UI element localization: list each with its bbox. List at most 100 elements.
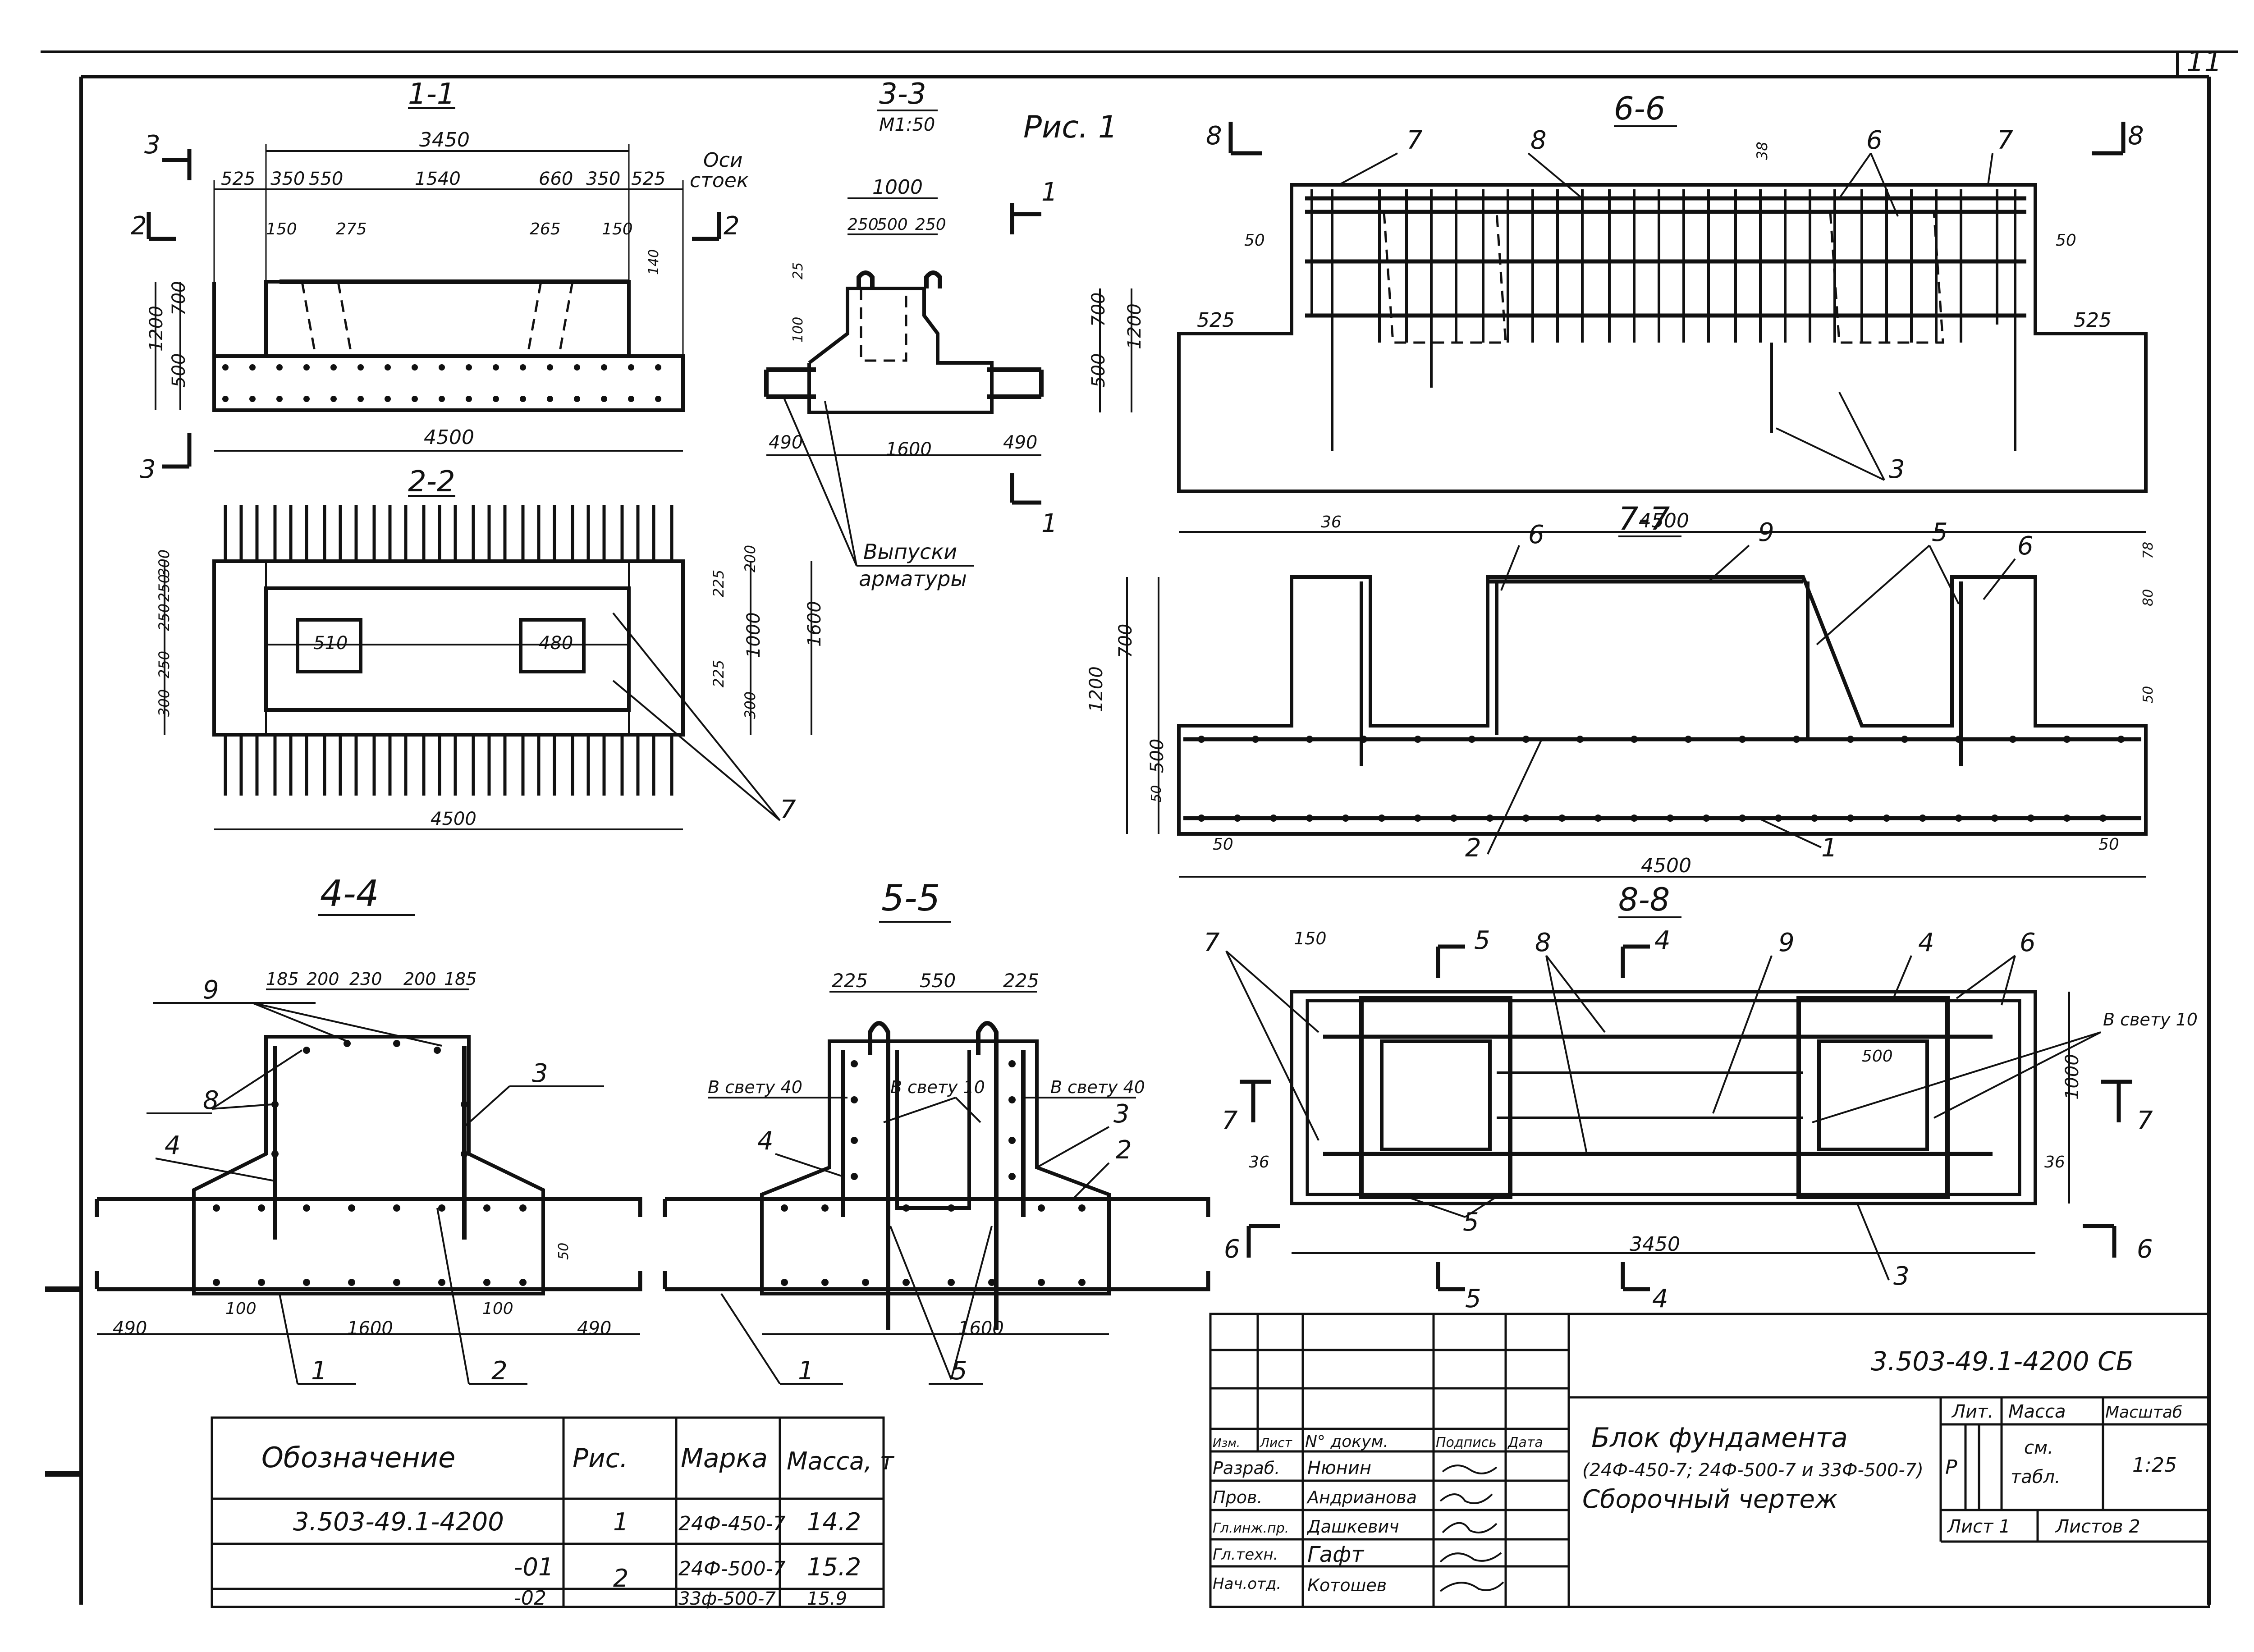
dim-50-right-6-6: 50	[2056, 231, 2076, 250]
dim-660: 660	[539, 169, 573, 189]
tb-role-3: Гл.инж.пр.	[1213, 1520, 1289, 1536]
dim-100-b-4-4: 100	[482, 1300, 513, 1318]
tb-sheets-label: Листов 2	[2055, 1516, 2140, 1537]
marker-6-left: 6	[1224, 1235, 1240, 1264]
tb-col-change: Изм.	[1213, 1437, 1240, 1450]
tb-col-doc: N° докум.	[1305, 1432, 1388, 1451]
dim-490-a-4-4: 490	[113, 1318, 147, 1339]
dim-490-b-3-3: 490	[1003, 432, 1037, 453]
dim-250-b-3-3: 250	[915, 215, 946, 234]
callout-1-5-5: 1	[798, 1356, 814, 1386]
dim-200-b-4-4: 200	[403, 969, 436, 989]
rebar-dots-7-7	[1198, 736, 2125, 822]
tb-name-4: Гафт	[1307, 1542, 1365, 1567]
dim-250-c-2-2: 250	[156, 651, 173, 678]
callout-1-7-7: 1	[1821, 833, 1837, 863]
marker-6-right: 6	[2137, 1235, 2153, 1264]
sheet-number: 11	[2186, 45, 2222, 78]
dim-50-br-7-7: 50	[2098, 835, 2119, 854]
callout-9-8-8: 9	[1778, 928, 1795, 957]
rebar-grid-6-6	[1305, 189, 2026, 451]
dim-225-b-5-5: 225	[1003, 970, 1039, 992]
dim-490-b-4-4: 490	[577, 1318, 611, 1339]
marker-3-top: 3	[144, 130, 160, 160]
dim-700-7-7: 700	[1115, 624, 1136, 658]
figure-caption: Рис. 1	[1023, 110, 1118, 145]
tb-scale-label: Масштаб	[2105, 1403, 2182, 1422]
callout-6-8-8: 6	[2020, 928, 2036, 957]
dim-150-a: 150	[266, 220, 297, 238]
section-2-2: 2-2 510 480 300 250 250 250 300 200 225 …	[156, 465, 825, 830]
dim-50-left-6-6: 50	[1244, 231, 1265, 250]
dim-1000-2-2: 1000	[743, 612, 764, 658]
dim-1200-7-7: 1200	[1086, 666, 1107, 712]
dim-3450-1-1: 3450	[419, 128, 470, 151]
title-block-lines	[1209, 1313, 2210, 1608]
dim-78-7-7: 78	[2140, 542, 2156, 559]
dim-185-a-4-4: 185	[266, 969, 299, 989]
dim-140: 140	[646, 249, 662, 275]
tb-name-2: Андрианова	[1306, 1487, 1417, 1507]
dim-200-a-4-4: 200	[307, 969, 339, 989]
tb-scale-value: 1:25	[2132, 1454, 2177, 1477]
tb-name-3: Дашкевич	[1306, 1517, 1399, 1537]
dim-1540: 1540	[415, 169, 461, 189]
dim-1600-2-2: 1600	[804, 601, 825, 647]
dim-500-7-7: 500	[1147, 739, 1168, 773]
section-title-2-2: 2-2	[408, 465, 455, 499]
dim-300-c-2-2: 300	[742, 691, 759, 719]
callout-8-4-4: 8	[203, 1086, 219, 1115]
section-4-4: 4-4 185 200 230 200 185 490 100 1600 100…	[95, 873, 642, 1386]
dim-225-b-2-2: 225	[710, 660, 727, 687]
spec-row1-mark: 24Ф-450-7	[678, 1512, 786, 1535]
title-name: Блок фундамента	[1591, 1422, 1848, 1454]
dim-250-a-2-2: 250	[156, 574, 173, 602]
tb-mass-label: Масса	[2008, 1401, 2066, 1422]
dim-500-3-3: 500	[1088, 353, 1109, 388]
spec-row1-designation: 3.503-49.1-4200	[293, 1507, 504, 1537]
label-clear40-left: В свету 40	[708, 1077, 802, 1097]
tb-name-5: Котошев	[1307, 1575, 1387, 1595]
marker-2-left: 2	[131, 211, 147, 241]
tb-role-1: Разраб.	[1213, 1458, 1280, 1478]
callout-9-7-7: 9	[1758, 518, 1774, 547]
title-type: Сборочный чертеж	[1582, 1485, 1837, 1514]
dim-1000-8-8: 1000	[2062, 1054, 2083, 1100]
tb-name-1: Нюнин	[1307, 1458, 1371, 1478]
scale-3-3: M1:50	[879, 114, 935, 135]
dim-480: 480	[539, 633, 573, 654]
dim-525-a: 525	[221, 169, 255, 189]
label-clear40-right: В свету 40	[1050, 1077, 1145, 1097]
tb-role-4: Гл.техн.	[1213, 1546, 1278, 1564]
dim-350-b: 350	[586, 169, 620, 189]
title-code: 3.503-49.1-4200 СБ	[1871, 1346, 2134, 1377]
section-1-1: 1-1 3450 525 350 550 1540 660 350 525 Ос…	[131, 78, 749, 484]
dim-50-left-7-7: 50	[1149, 785, 1164, 802]
tb-role-2: Пров.	[1213, 1487, 1262, 1507]
dim-250-a-3-3: 250	[848, 215, 879, 234]
dim-350-a: 350	[270, 169, 305, 189]
section-title-6-6: 6-6	[1614, 90, 1665, 127]
callout-4-5-5: 4	[757, 1126, 774, 1156]
dim-300-a-2-2: 300	[156, 549, 173, 577]
spec-row2-mark: 24Ф-500-7	[678, 1557, 786, 1580]
callout-6-6-6: 6	[1866, 126, 1883, 155]
dim-300-b-2-2: 300	[156, 689, 173, 717]
tb-mass-value-1: см.	[2024, 1437, 2053, 1458]
marker-5-top: 5	[1474, 926, 1490, 955]
rebar-dots-1-1	[222, 364, 661, 402]
dim-1600-3-3: 1600	[886, 439, 932, 460]
tb-lit-label: Лит.	[1951, 1401, 1993, 1422]
callout-7-6-6-a: 7	[1406, 126, 1423, 155]
dim-80-7-7: 80	[2140, 589, 2156, 606]
spec-header-mass: Масса, т	[787, 1447, 894, 1475]
marker-7-left: 7	[1222, 1106, 1238, 1135]
dim-36-right-8-8: 36	[2044, 1153, 2065, 1172]
marker-4-top: 4	[1654, 926, 1671, 955]
callout-3-5-5: 3	[1113, 1099, 1130, 1129]
dim-550: 550	[309, 169, 343, 189]
marker-8-left: 8	[1206, 121, 1222, 151]
dim-38-6-6: 38	[1754, 142, 1771, 160]
spec-header-designation: Обозначение	[261, 1441, 455, 1474]
spec-row3-mark: 33ф-500-7	[678, 1588, 776, 1609]
